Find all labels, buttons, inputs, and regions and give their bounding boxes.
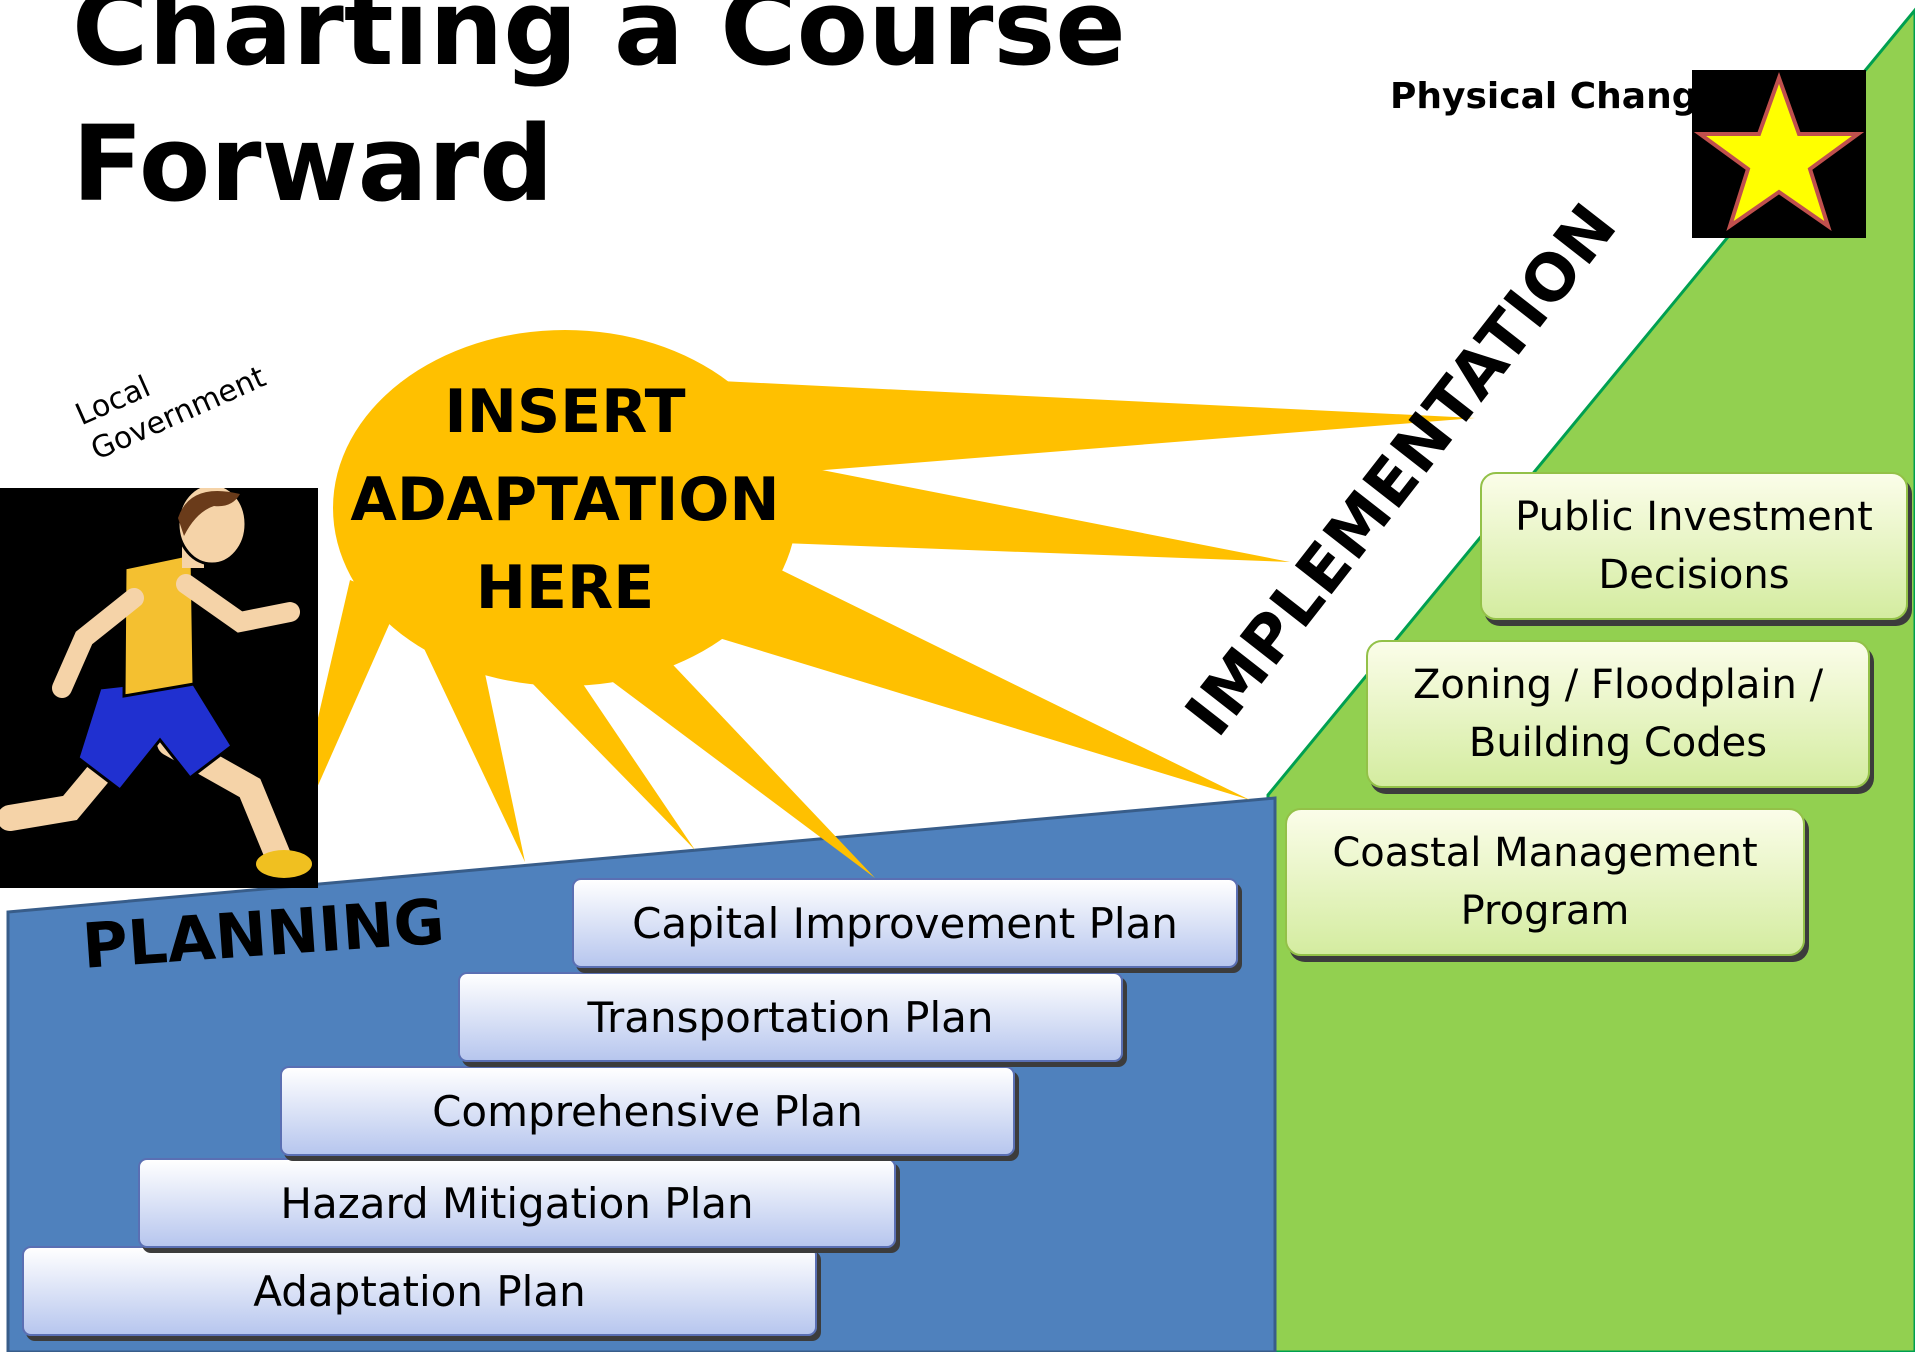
- planning-step-hazard-mitigation-plan: Hazard Mitigation Plan: [138, 1158, 896, 1248]
- planning-step-adaptation-plan: Adaptation Plan: [22, 1246, 817, 1336]
- planning-step-label: Transportation Plan: [587, 992, 994, 1042]
- title-line-1: Charting a Course: [72, 0, 1126, 89]
- planning-step-label: Adaptation Plan: [253, 1266, 586, 1316]
- planning-step-transportation-plan: Transportation Plan: [458, 972, 1123, 1062]
- runner-icon: [0, 488, 318, 888]
- implementation-label: IMPLEMENTATION: [1172, 190, 1632, 750]
- runner-icon-graphic: [0, 488, 312, 878]
- implementation-box-line-2: Decisions: [1598, 552, 1790, 598]
- implementation-box-public-investment-decisions: Public Investment Decisions: [1480, 472, 1908, 620]
- title-line-2: Forward: [72, 103, 554, 225]
- burst-line-1: INSERT: [444, 377, 686, 447]
- planning-step-label: Hazard Mitigation Plan: [280, 1178, 754, 1228]
- planning-step-capital-improvement-plan: Capital Improvement Plan: [572, 878, 1238, 968]
- implementation-box-line-1: Coastal Management: [1332, 830, 1758, 876]
- star-icon: [1692, 70, 1866, 238]
- page-title: Charting a Course Forward: [72, 0, 1126, 232]
- implementation-box-coastal-management-program: Coastal Management Program: [1285, 808, 1805, 956]
- implementation-box-line-2: Building Codes: [1468, 720, 1768, 766]
- star-icon-graphic: [1693, 72, 1865, 231]
- adaptation-burst-label: INSERT ADAPTATION HERE: [340, 368, 790, 632]
- planning-step-label: Capital Improvement Plan: [632, 898, 1178, 948]
- implementation-box-line-1: Zoning / Floodplain /: [1412, 662, 1824, 708]
- burst-line-2: ADAPTATION: [350, 465, 780, 535]
- planning-step-comprehensive-plan: Comprehensive Plan: [280, 1066, 1015, 1156]
- implementation-box-zoning-floodplain-building-codes: Zoning / Floodplain / Building Codes: [1366, 640, 1870, 788]
- physical-change-label: Physical Change: [1390, 76, 1722, 117]
- implementation-box-line-2: Program: [1460, 888, 1630, 934]
- implementation-box-line-1: Public Investment: [1515, 494, 1873, 540]
- adaptation-burst-shape: [285, 330, 1475, 878]
- burst-line-3: HERE: [475, 553, 655, 623]
- planning-step-label: Comprehensive Plan: [432, 1086, 863, 1136]
